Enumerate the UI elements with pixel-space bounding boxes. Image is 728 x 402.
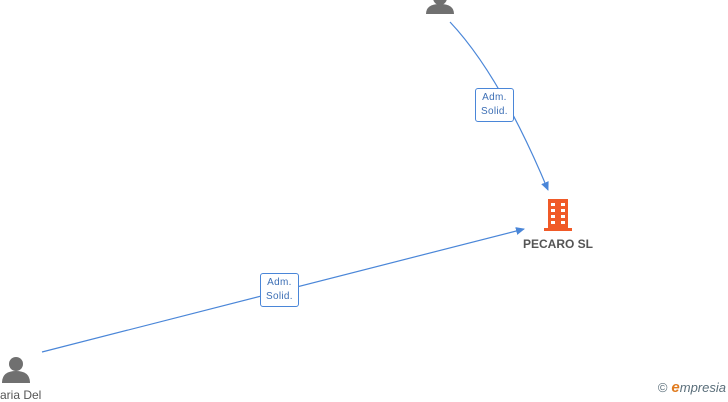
empresia-watermark: ©empresia (658, 379, 726, 396)
company-name-label[interactable]: PECARO SL (523, 237, 594, 251)
brand-rest: mpresia (679, 380, 726, 395)
brand-e-letter: e (671, 379, 680, 396)
edge-label-bottom-line1: Adm. (267, 277, 292, 288)
edge-label-bottom-line2: Solid. (266, 291, 293, 302)
person-bottom-left-name[interactable]: aria Del (0, 388, 42, 402)
edge-label-top: Adm. Solid. (475, 88, 514, 122)
edge-label-top-line2: Solid. (481, 106, 508, 117)
copyright-symbol: © (657, 380, 668, 395)
person-top-icon[interactable] (426, 0, 454, 14)
edge-label-bottom: Adm. Solid. (260, 273, 299, 307)
person-bottom-left-icon[interactable] (2, 357, 30, 383)
edge-label-top-line1: Adm. (482, 92, 507, 103)
company-building-icon[interactable] (544, 199, 572, 231)
